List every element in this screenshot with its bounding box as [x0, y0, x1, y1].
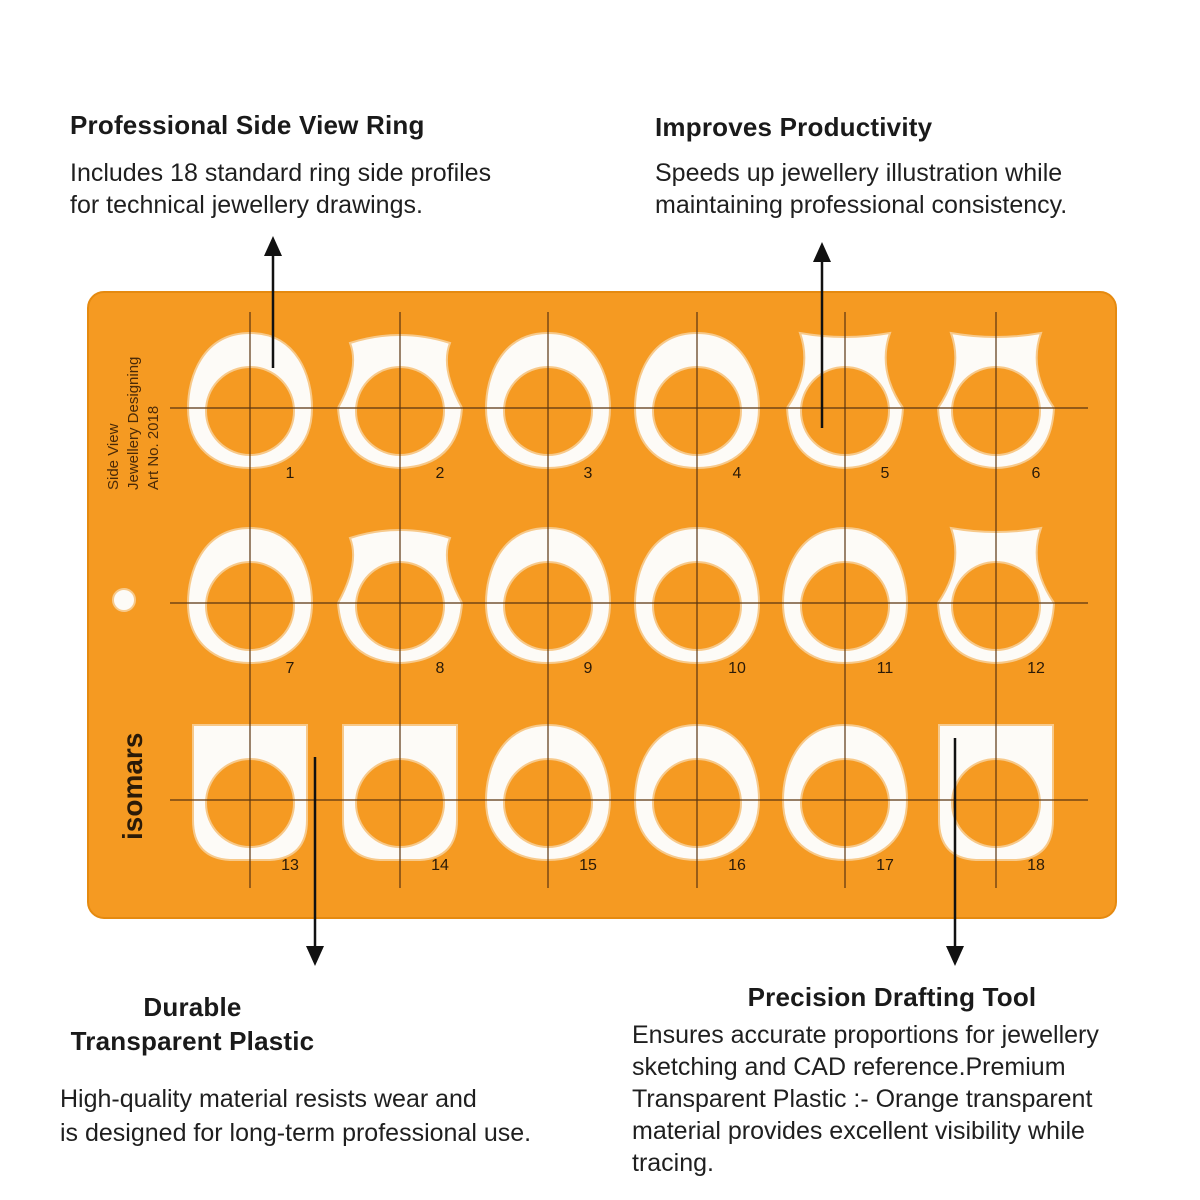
feature-title-precision: Precision Drafting Tool — [747, 982, 1037, 1012]
feature-title-durable-line-1: Durable — [143, 992, 242, 1022]
ring-number: 14 — [431, 857, 449, 874]
ring-number: 7 — [286, 660, 295, 677]
feature-desc-precision-line-3: Transparent Plastic :- Orange transparen… — [632, 1085, 1093, 1113]
hanging-hole — [112, 588, 136, 612]
template-label-line: Side View — [105, 423, 122, 490]
feature-precision: Precision Drafting Tool Ensures accurate… — [632, 982, 1172, 1179]
ring-number: 16 — [728, 857, 746, 874]
ring-number: 4 — [733, 465, 742, 482]
ring-number: 9 — [584, 660, 593, 677]
template-label-line: Art No. 2018 — [145, 406, 162, 490]
template-label-line: Jewellery Designing — [125, 357, 142, 490]
ring-number: 8 — [436, 660, 445, 677]
ring-number: 18 — [1027, 857, 1045, 874]
feature-desc-professional-line-1: Includes 18 standard ring side profiles — [70, 159, 492, 187]
ring-number: 10 — [728, 660, 746, 677]
arrow-head-productivity — [813, 242, 831, 262]
ring-number: 2 — [436, 465, 445, 482]
arrow-head-durable — [306, 946, 324, 966]
feature-desc-productivity-line-2: maintaining professional consistency. — [655, 191, 1068, 219]
feature-desc-durable-line-2: is designed for long-term professional u… — [60, 1119, 532, 1147]
feature-title-durable-line-2: Transparent Plastic — [70, 1026, 315, 1056]
ring-number: 6 — [1032, 465, 1041, 482]
feature-professional: Professional Side View Ring Includes 18 … — [70, 110, 590, 221]
feature-durable: Durable Transparent Plastic High-quality… — [40, 990, 600, 1150]
ring-number: 17 — [876, 857, 894, 874]
ring-number: 5 — [881, 465, 890, 482]
arrow-head-precision — [946, 946, 964, 966]
callout-arrows — [264, 236, 964, 966]
feature-desc-precision-line-5: tracing. — [632, 1149, 714, 1177]
ring-number: 1 — [286, 465, 295, 482]
feature-desc-durable-line-1: High-quality material resists wear and — [60, 1085, 477, 1113]
ring-number: 13 — [281, 857, 299, 874]
ring-number: 3 — [584, 465, 593, 482]
feature-desc-professional-line-2: for technical jewellery drawings. — [70, 191, 423, 219]
feature-desc-precision-line-1: Ensures accurate proportions for jewelle… — [632, 1021, 1099, 1049]
ring-number: 11 — [877, 660, 894, 677]
feature-desc-precision-line-2: sketching and CAD reference.Premium — [632, 1053, 1066, 1081]
ring-number: 15 — [579, 857, 597, 874]
arrow-head-professional — [264, 236, 282, 256]
feature-title-productivity: Improves Productivity — [655, 112, 933, 142]
feature-title-professional: Professional Side View Ring — [70, 110, 425, 140]
feature-desc-precision-line-4: material provides excellent visibility w… — [632, 1117, 1085, 1145]
feature-desc-productivity-line-1: Speeds up jewellery illustration while — [655, 159, 1063, 187]
brand-logo: isomars — [117, 733, 148, 840]
feature-productivity: Improves Productivity Speeds up jeweller… — [655, 112, 1175, 221]
ring-number: 12 — [1027, 660, 1045, 677]
